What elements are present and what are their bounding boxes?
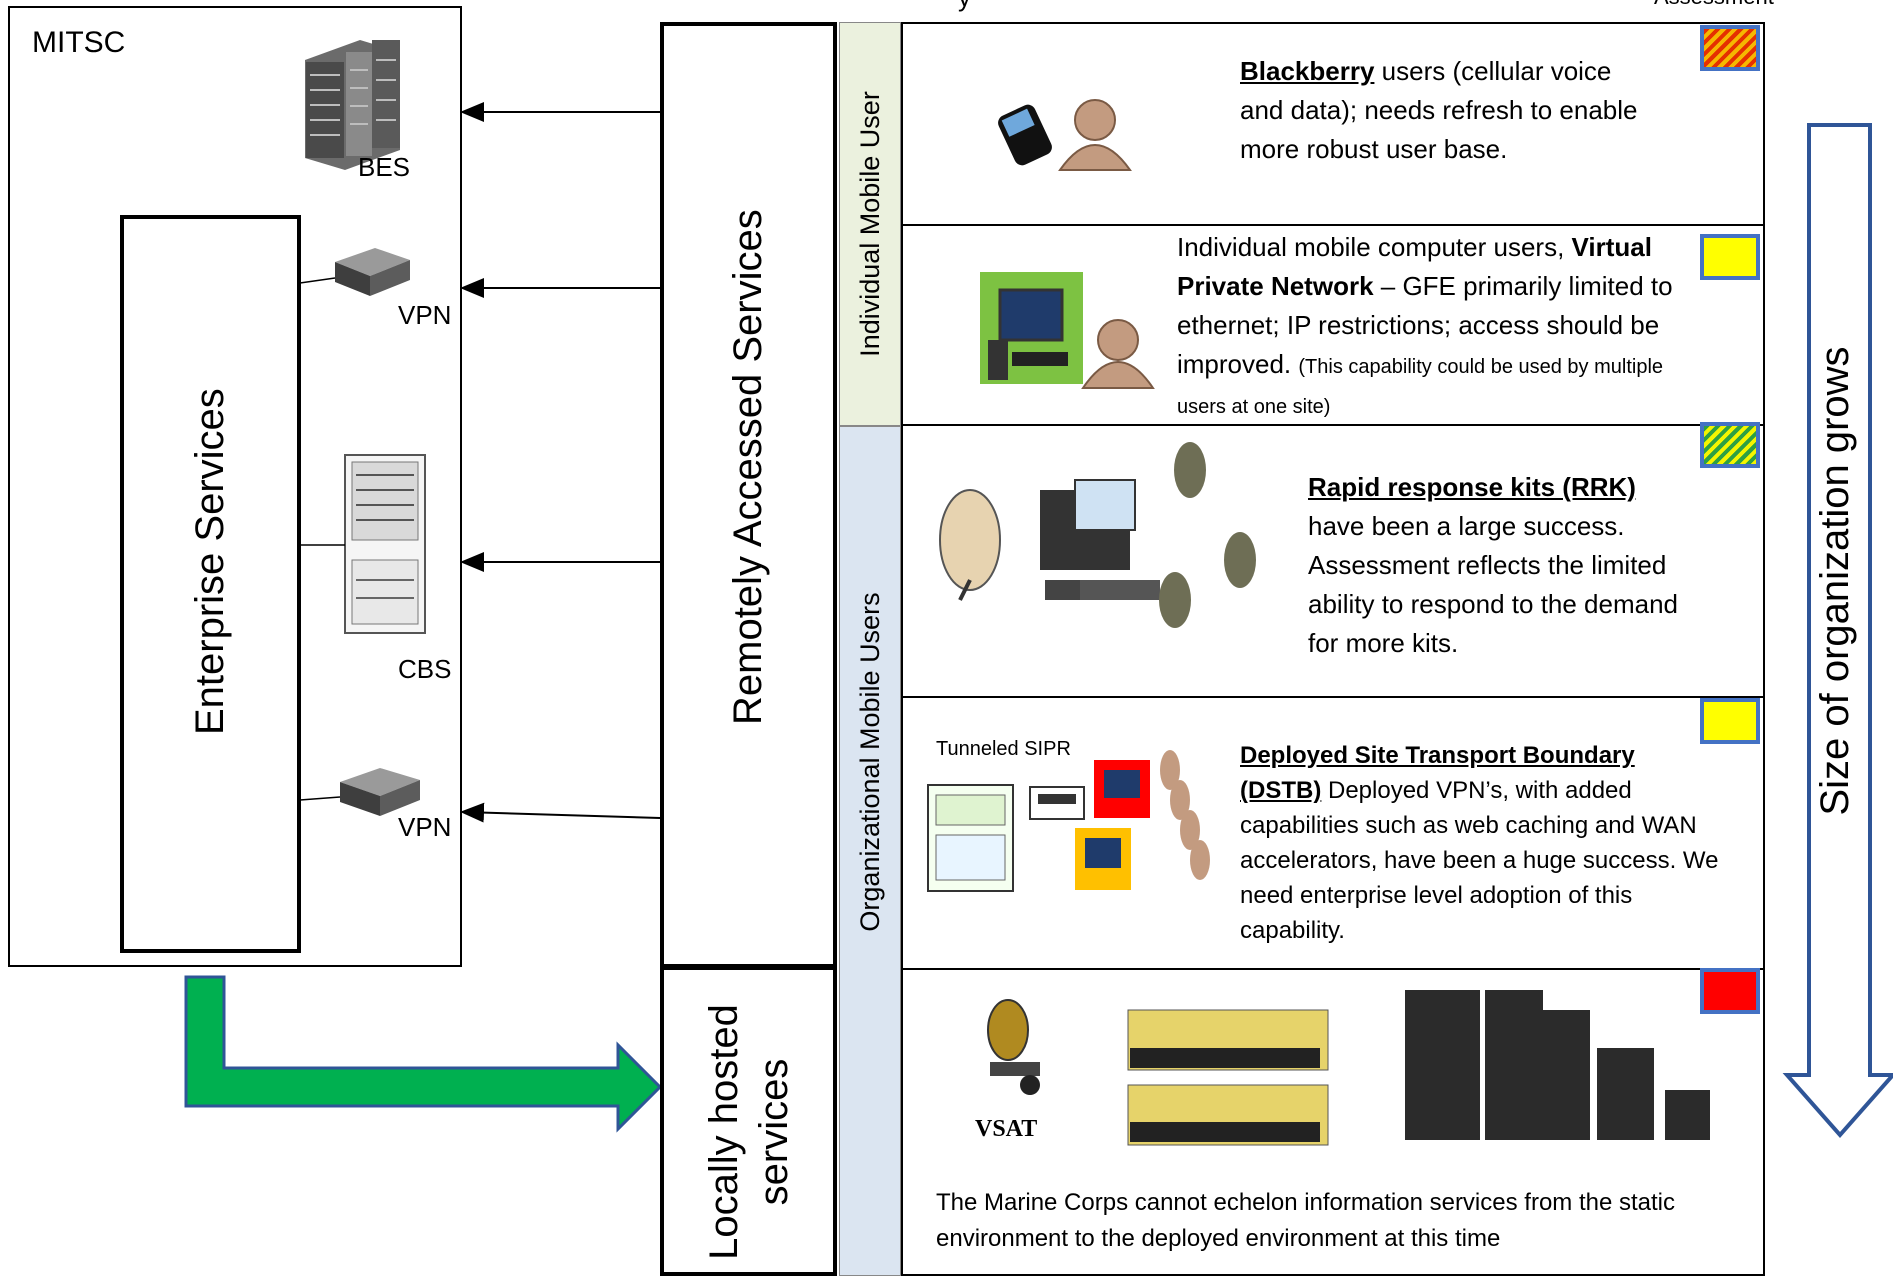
organizational-user-label: Organizational Mobile Users — [855, 592, 885, 932]
enterprise-services-box — [120, 215, 301, 953]
local-services-label-line2: services — [752, 1058, 796, 1206]
equipment-rack-icon — [300, 454, 426, 634]
green-arrow — [184, 975, 663, 1133]
growth-arrow — [1782, 123, 1893, 1139]
vpn-text: – GFE primarily limited to ethernet; IP … — [1177, 271, 1673, 379]
dstb-title: Deployed Site Transport Boundary (DSTB) — [1240, 742, 1635, 804]
vsat-label: VSAT — [975, 1116, 1038, 1142]
assessment-header: Assessment — [1654, 0, 1774, 10]
local-services-box — [660, 966, 837, 1276]
vpn-device-icon — [299, 248, 410, 296]
vpn-line1: Individual mobile computer users, — [1177, 232, 1565, 262]
status-indicator-local — [1700, 968, 1760, 1014]
local-text: The Marine Corps cannot echelon informat… — [936, 1189, 1675, 1252]
row-local — [901, 968, 1765, 1276]
tunneled-sipr-label: Tunneled SIPR — [936, 738, 1071, 760]
vpn-link-arrow-2 — [460, 802, 661, 823]
status-indicator-rrk — [1700, 422, 1760, 468]
growth-label: Size of organization grows — [1813, 346, 1857, 816]
row-dstb — [901, 696, 1765, 970]
status-indicator-vpn — [1700, 234, 1760, 280]
rrk-title: Rapid response kits (RRK) — [1308, 472, 1636, 502]
blackberry-text: users (cellular voice and data); needs r… — [1240, 56, 1638, 164]
status-indicator-blackberry — [1700, 25, 1760, 71]
rrk-description: Rapid response kits (RRK) have been a la… — [1308, 468, 1708, 663]
title-fragment: y — [958, 0, 971, 13]
status-indicator-dstb — [1700, 698, 1760, 744]
mitsc-title: MITSC — [32, 26, 126, 59]
server-label-bes: BES — [358, 152, 411, 182]
dstb-text: Deployed VPN’s, with added capabilities … — [1240, 777, 1719, 944]
local-services-label: Locally hosted services — [699, 982, 799, 1282]
vpn-title: Virtual Private Network — [1177, 232, 1652, 301]
individual-user-label: Individual Mobile User — [855, 91, 885, 357]
vpn-device-icon — [299, 768, 420, 816]
individual-user-band — [839, 22, 901, 426]
vpn-note: (This capability could be used by multip… — [1177, 356, 1664, 418]
server-label-vpn-2: VPN — [398, 812, 452, 842]
local-services-label-line1: Locally hosted — [702, 1004, 746, 1260]
dstb-description: Deployed Site Transport Boundary (DSTB) … — [1240, 738, 1720, 948]
blackberry-title: Blackberry — [1240, 56, 1375, 86]
rrk-text: have been a large success. Assessment re… — [1308, 511, 1679, 658]
remote-services-label: Remotely Accessed Services — [726, 209, 770, 725]
vpn-description: Individual mobile computer users, Virtua… — [1177, 228, 1717, 425]
blackberry-description: Blackberry users (cellular voice and dat… — [1240, 52, 1640, 169]
remote-services-box — [660, 22, 837, 968]
server-label-vpn-1: VPN — [398, 300, 452, 330]
local-description: The Marine Corps cannot echelon informat… — [936, 1185, 1726, 1257]
server-rack-icon — [305, 40, 400, 170]
organizational-user-band — [839, 426, 901, 1276]
server-label-cbs: CBS — [398, 654, 452, 684]
